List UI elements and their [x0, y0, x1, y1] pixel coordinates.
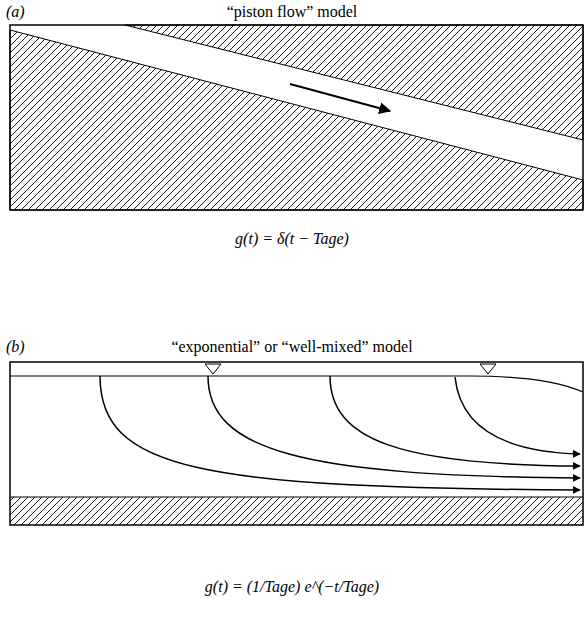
flow-line	[455, 377, 580, 454]
flow-line	[100, 376, 580, 490]
formula: g(t) = δ(t − Tage)	[235, 230, 349, 248]
bedrock	[10, 497, 583, 525]
panel-letter: (a)	[6, 3, 25, 21]
water-table	[10, 376, 583, 392]
bedrock-line	[10, 496, 583, 497]
well-mixed-figure	[10, 362, 583, 525]
water-table-symbol	[480, 364, 496, 374]
frame	[10, 25, 583, 210]
flow-line	[330, 376, 580, 466]
frame	[10, 362, 583, 525]
piston-flow-figure	[10, 25, 583, 210]
panel-title: “piston flow” model	[227, 3, 358, 21]
flow-arrow	[290, 84, 390, 111]
panel-letter: (b)	[6, 338, 25, 356]
lower-rock	[10, 30, 583, 210]
formula: g(t) = (1/Tage) e^(−t/Tage)	[205, 578, 379, 596]
water-table-symbol	[205, 364, 221, 374]
panel-title: “exponential” or “well-mixed” model	[171, 338, 412, 356]
flow-line	[208, 376, 580, 478]
